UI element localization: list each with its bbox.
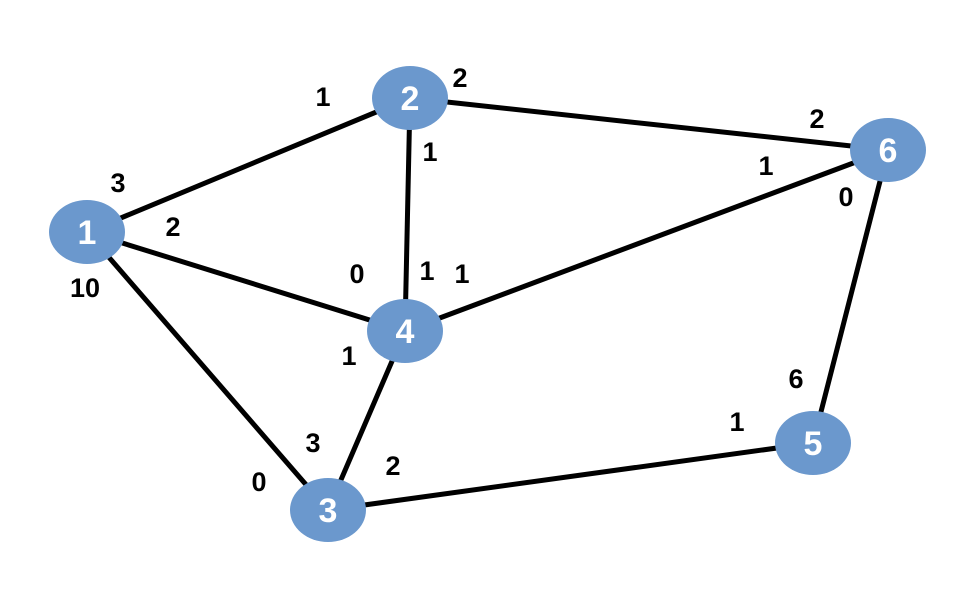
weight-label-1-near-3: 10 (70, 273, 100, 303)
weight-label-4-near-1: 0 (349, 259, 364, 289)
weight-label-3-near-1: 0 (251, 467, 266, 497)
node-3-label: 3 (319, 492, 338, 530)
edge-1-4 (84, 229, 408, 334)
node-2: 2 (372, 66, 448, 130)
weight-label-6-near-5: 0 (838, 182, 853, 212)
weight-label-6-near-2: 2 (809, 104, 824, 134)
node-4-shape (367, 299, 443, 363)
node-6: 6 (850, 118, 926, 182)
edges-layer (84, 95, 891, 513)
weight-label-4-near-3: 1 (341, 341, 356, 371)
node-3-shape (290, 478, 366, 542)
node-5-shape (775, 411, 851, 475)
weight-label-6-near-4: 1 (758, 151, 773, 181)
edge-1-3 (84, 229, 331, 513)
edge-3-5 (325, 440, 816, 513)
node-3: 3 (290, 478, 366, 542)
edge-1-2 (84, 95, 413, 235)
weight-label-3-near-5: 2 (385, 451, 400, 481)
weight-label-2-near-4: 1 (422, 137, 437, 167)
edge-5-6 (810, 147, 891, 446)
weight-label-2-near-1: 1 (315, 82, 330, 112)
edge-2-6 (407, 95, 891, 153)
edge-2-4 (402, 95, 413, 334)
weight-label-1-near-2: 3 (110, 168, 125, 198)
weight-label-5-near-3: 1 (729, 407, 744, 437)
node-1: 1 (49, 200, 125, 264)
node-6-label: 6 (879, 132, 898, 170)
weight-label-3-near-4: 3 (305, 428, 320, 458)
node-2-label: 2 (401, 80, 420, 118)
node-1-label: 1 (78, 214, 97, 252)
node-4: 4 (367, 299, 443, 363)
weight-label-1-near-4: 2 (165, 212, 180, 242)
weight-label-4-near-2: 1 (419, 256, 434, 286)
weight-label-2-near-6: 2 (452, 63, 467, 93)
node-2-shape (372, 66, 448, 130)
edge-4-6 (402, 147, 891, 334)
node-5: 5 (775, 411, 851, 475)
node-6-shape (850, 118, 926, 182)
weight-label-5-near-6: 6 (788, 364, 803, 394)
weights-layer: 1 3 2 10 2 1 2 1 0 1 1 0 1 6 1 3 2 0 (70, 63, 854, 497)
weight-label-4-near-6: 1 (454, 259, 469, 289)
node-1-shape (49, 200, 125, 264)
nodes-layer: 1 2 3 4 5 6 (49, 66, 926, 542)
node-5-label: 5 (804, 425, 823, 463)
node-4-label: 4 (396, 313, 415, 351)
